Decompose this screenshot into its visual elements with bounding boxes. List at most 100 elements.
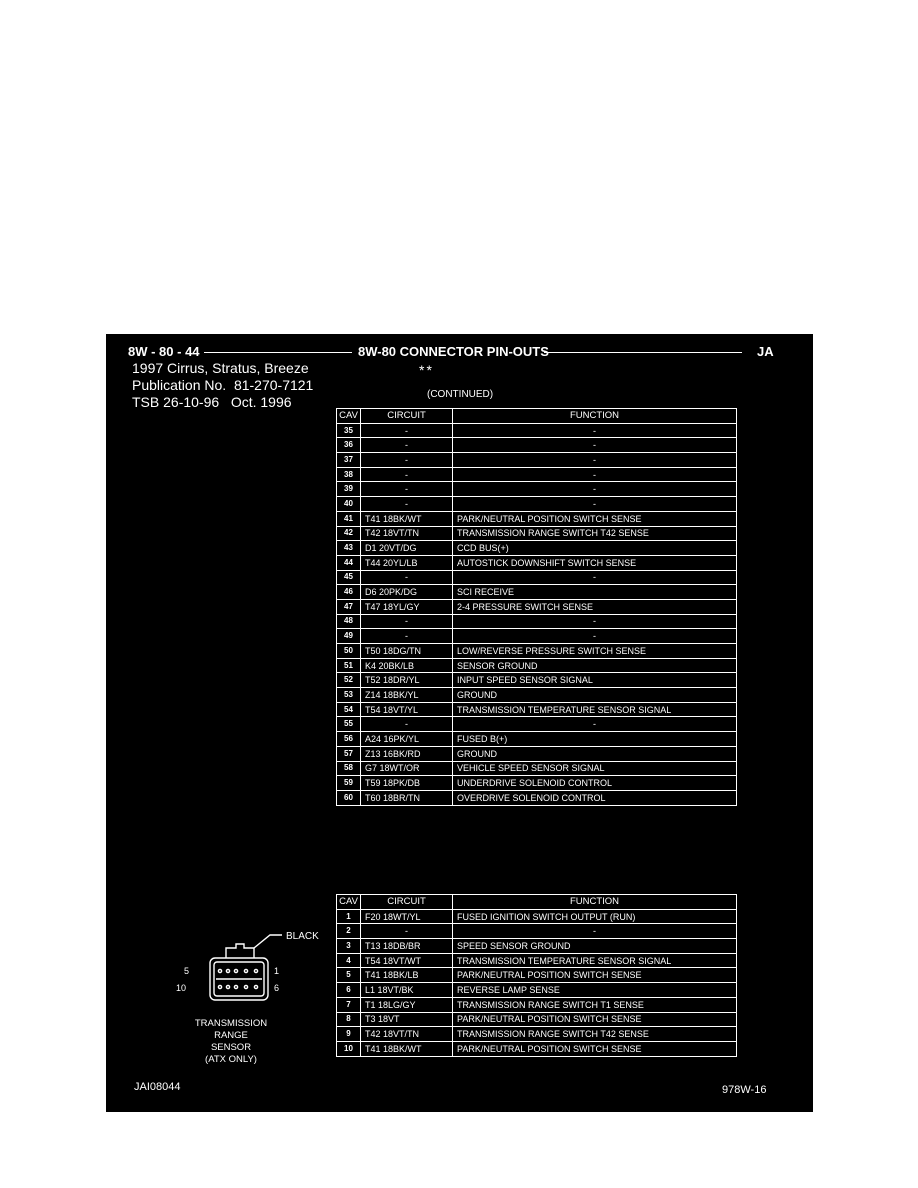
circuit-cell: T42 18VT/TN bbox=[360, 1026, 453, 1042]
circuit-cell: D6 20PK/DG bbox=[360, 584, 453, 600]
circuit-cell: K4 20BK/LB bbox=[360, 657, 453, 674]
circuit-cell: T47 18YL/GY bbox=[360, 598, 453, 615]
header-cav: CAV bbox=[336, 408, 361, 424]
function-cell: PARK/NEUTRAL POSITION SWITCH SENSE bbox=[452, 1040, 737, 1057]
function-cell: - bbox=[452, 496, 737, 512]
header-cav: CAV bbox=[336, 894, 361, 910]
function-cell: INPUT SPEED SENSOR SIGNAL bbox=[452, 672, 737, 689]
section-code: JA bbox=[757, 344, 774, 359]
function-cell: TRANSMISSION RANGE SWITCH T1 SENSE bbox=[452, 996, 737, 1013]
function-cell: - bbox=[452, 452, 737, 468]
function-cell: 2-4 PRESSURE SWITCH SENSE bbox=[452, 598, 737, 615]
circuit-cell: - bbox=[360, 452, 453, 468]
cav-cell: 59 bbox=[336, 775, 361, 791]
connector-name-line: (ATX ONLY) bbox=[205, 1054, 257, 1065]
pin-label-5: 5 bbox=[184, 966, 189, 976]
table-row: 39-- bbox=[336, 481, 737, 498]
pinout-table-continued: CAV CIRCUIT FUNCTION 35--36--37--38--39-… bbox=[336, 408, 737, 806]
connector-color-label: BLACK bbox=[286, 931, 319, 942]
table-row: 49-- bbox=[336, 628, 737, 644]
header-circuit: CIRCUIT bbox=[360, 408, 453, 424]
function-cell: - bbox=[452, 569, 737, 586]
function-cell: - bbox=[452, 422, 737, 439]
function-cell: - bbox=[452, 923, 737, 940]
circuit-cell: T54 18VT/YL bbox=[360, 701, 453, 718]
cav-cell: 60 bbox=[336, 789, 361, 806]
cav-cell: 51 bbox=[336, 657, 361, 674]
function-cell: TRANSMISSION TEMPERATURE SENSOR SIGNAL bbox=[452, 952, 737, 969]
circuit-cell: Z13 16BK/RD bbox=[360, 745, 453, 762]
connector-name-line: SENSOR bbox=[210, 1042, 252, 1053]
function-cell: AUTOSTICK DOWNSHIFT SWITCH SENSE bbox=[452, 554, 737, 571]
circuit-cell: Z14 18BK/YL bbox=[360, 687, 453, 703]
table-header-row: CAV CIRCUIT FUNCTION bbox=[336, 408, 737, 424]
table-row: 55-- bbox=[336, 716, 737, 733]
circuit-cell: T60 18BR/TN bbox=[360, 789, 453, 806]
circuit-cell: T50 18DG/TN bbox=[360, 643, 453, 659]
function-cell: PARK/NEUTRAL POSITION SWITCH SENSE bbox=[452, 967, 737, 984]
table-row: 37-- bbox=[336, 452, 737, 468]
cav-cell: 45 bbox=[336, 569, 361, 586]
connector-name: TRANSMISSION RANGE SENSOR (ATX ONLY) bbox=[186, 1018, 276, 1066]
circuit-cell: - bbox=[360, 422, 453, 439]
cav-cell: 42 bbox=[336, 525, 361, 542]
circuit-cell: - bbox=[360, 613, 453, 630]
circuit-cell: T41 18BK/WT bbox=[360, 510, 453, 527]
connector-name-line: RANGE bbox=[214, 1030, 248, 1041]
table-row: 45-- bbox=[336, 569, 737, 586]
function-cell: GROUND bbox=[452, 687, 737, 703]
cav-cell: 35 bbox=[336, 422, 361, 439]
page-id: 8W - 80 - 44 bbox=[128, 344, 200, 359]
function-cell: - bbox=[452, 716, 737, 733]
function-cell: OVERDRIVE SOLENOID CONTROL bbox=[452, 789, 737, 806]
header-function: FUNCTION bbox=[452, 408, 737, 424]
circuit-cell: - bbox=[360, 628, 453, 644]
function-cell: PARK/NEUTRAL POSITION SWITCH SENSE bbox=[452, 1011, 737, 1028]
table-row: 2-- bbox=[336, 923, 737, 940]
page-title: 8W-80 CONNECTOR PIN-OUTS bbox=[358, 344, 549, 359]
table-row: 38-- bbox=[336, 466, 737, 483]
function-cell: - bbox=[452, 613, 737, 630]
circuit-cell: - bbox=[360, 481, 453, 498]
cav-cell: 55 bbox=[336, 716, 361, 733]
pin-label-1: 1 bbox=[274, 966, 279, 976]
function-cell: VEHICLE SPEED SENSOR SIGNAL bbox=[452, 760, 737, 777]
cav-cell: 54 bbox=[336, 701, 361, 718]
figure-id: JAI08044 bbox=[134, 1081, 181, 1093]
circuit-cell: T41 18BK/LB bbox=[360, 967, 453, 984]
function-cell: PARK/NEUTRAL POSITION SWITCH SENSE bbox=[452, 510, 737, 527]
cav-cell: 50 bbox=[336, 643, 361, 659]
circuit-cell: D1 20VT/DG bbox=[360, 540, 453, 556]
function-cell: TRANSMISSION TEMPERATURE SENSOR SIGNAL bbox=[452, 701, 737, 718]
table-row: 35-- bbox=[336, 422, 737, 439]
circuit-cell: T3 18VT bbox=[360, 1011, 453, 1028]
pin-label-6: 6 bbox=[274, 983, 279, 993]
circuit-cell: T41 18BK/WT bbox=[360, 1040, 453, 1057]
cav-cell: 48 bbox=[336, 613, 361, 630]
cav-cell: 38 bbox=[336, 466, 361, 483]
cav-cell: 40 bbox=[336, 496, 361, 512]
cav-cell: 46 bbox=[336, 584, 361, 600]
function-cell: - bbox=[452, 466, 737, 483]
cav-cell: 53 bbox=[336, 687, 361, 703]
cav-cell: 36 bbox=[336, 437, 361, 454]
function-cell: LOW/REVERSE PRESSURE SWITCH SENSE bbox=[452, 643, 737, 659]
cav-cell: 44 bbox=[336, 554, 361, 571]
connector-icon bbox=[209, 934, 282, 1001]
cav-cell: 43 bbox=[336, 540, 361, 556]
